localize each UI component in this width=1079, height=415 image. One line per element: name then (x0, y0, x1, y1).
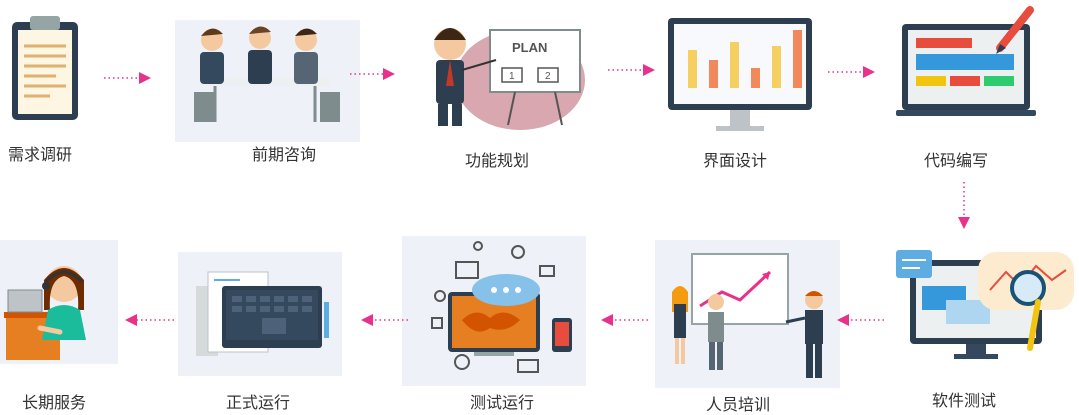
step-label-ui-design: 界面设计 (703, 151, 768, 170)
plan-item-1: 1 (509, 71, 515, 82)
coding-monitor-icon (896, 6, 1036, 116)
monitor-chart-icon (668, 18, 812, 131)
training-presentation-icon (655, 240, 840, 388)
laptop-icon (178, 252, 342, 376)
step-label-requirements: 需求调研 (8, 145, 73, 164)
meeting-icon (175, 20, 360, 142)
customer-service-icon (0, 240, 118, 364)
step-label-trial-run: 测试运行 (470, 393, 535, 412)
step-label-training: 人员培训 (706, 395, 771, 414)
flow-arrows (104, 64, 970, 326)
plan-presentation-icon: PLAN 1 2 (434, 28, 585, 130)
step-label-consultation: 前期咨询 (252, 145, 317, 164)
step-label-official-run: 正式运行 (226, 393, 291, 412)
step-label-planning: 功能规划 (465, 151, 530, 170)
step-label-testing: 软件测试 (932, 391, 997, 410)
plan-item-2: 2 (545, 71, 551, 82)
plan-board-title: PLAN (512, 40, 547, 55)
trial-run-tablet-icon (402, 236, 586, 386)
clipboard-icon (12, 16, 78, 120)
testing-magnifier-icon (896, 250, 1074, 359)
step-label-coding: 代码编写 (924, 151, 989, 170)
step-label-service: 长期服务 (22, 393, 87, 412)
